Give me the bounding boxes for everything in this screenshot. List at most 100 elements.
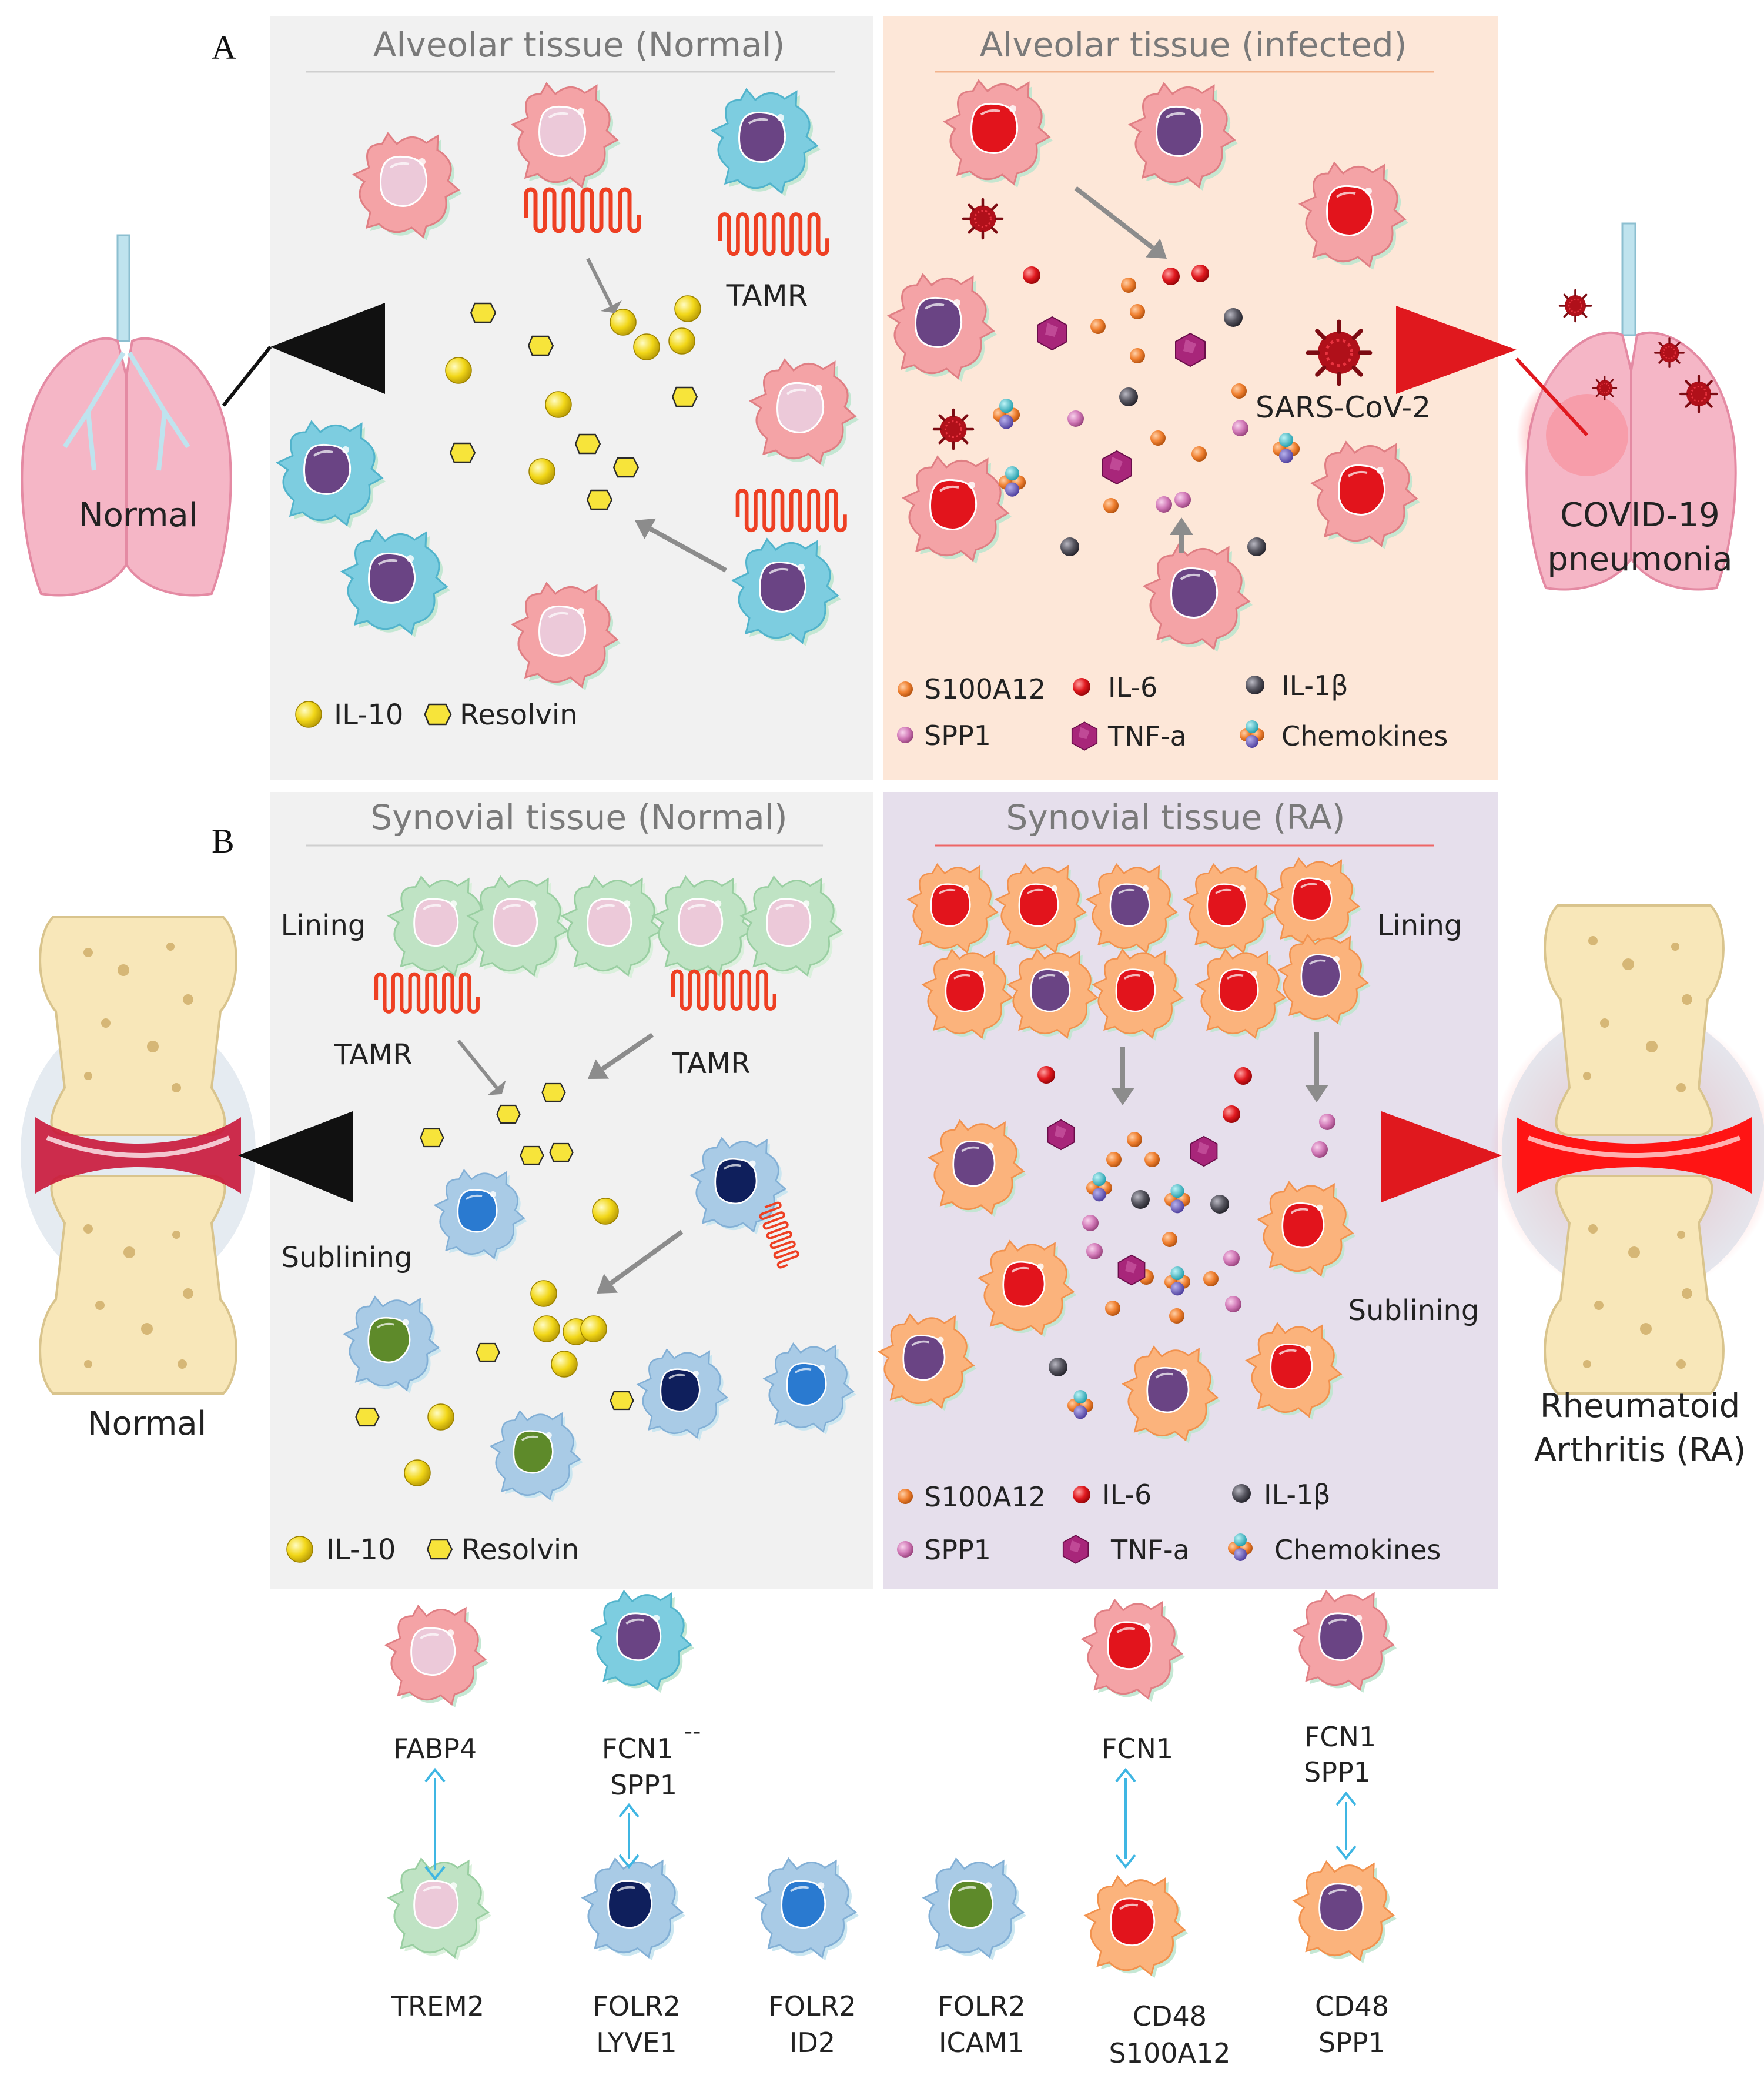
il10-molecule xyxy=(545,391,572,418)
macrophage-cell xyxy=(995,863,1089,955)
resolvin-molecule xyxy=(470,302,496,323)
s100a12-molecule xyxy=(1231,383,1247,399)
key-cell-fcn1-spp1 xyxy=(1292,1589,1397,1693)
title-synovial-ra: Synovial tissue (RA) xyxy=(1006,797,1345,837)
sars-cov-2-virion xyxy=(963,199,1002,238)
label-tamr-b-left: TAMR xyxy=(333,1038,412,1071)
pathway-arrows xyxy=(424,186,1357,1881)
key-cd48-s100a12-line2: S100A12 xyxy=(1109,2037,1231,2069)
key-cell-cd48-spp1 xyxy=(1292,1860,1397,1964)
key-cd48-spp1-line2: SPP1 xyxy=(1318,2027,1385,2058)
il10-molecule xyxy=(533,1315,560,1342)
il10-molecule xyxy=(551,1351,578,1378)
key-fcn1-spp1-line1: FCN1 xyxy=(1304,1721,1376,1753)
macrophage-cell xyxy=(1092,948,1186,1041)
macrophage-cell xyxy=(1183,863,1277,955)
s100a12-molecule xyxy=(1191,446,1207,462)
label-lining-normal: Lining xyxy=(281,909,366,942)
macrophage-cell xyxy=(731,537,841,646)
legend-s100a12: S100A12 xyxy=(924,673,1046,705)
resolvin-molecule xyxy=(496,1104,521,1124)
macrophage-cell xyxy=(762,1342,856,1435)
macrophage-cell xyxy=(1245,1322,1344,1420)
legend-s100a12: S100A12 xyxy=(924,1481,1046,1513)
panel-letter-b: B xyxy=(212,822,235,860)
arrow-head xyxy=(635,518,656,539)
label-tamr-b-right: TAMR xyxy=(671,1047,750,1080)
macrophage-cell xyxy=(748,358,859,467)
label-arthritis-ra: Arthritis (RA) xyxy=(1534,1431,1746,1469)
legend-tnfa: TNF-a xyxy=(1107,720,1187,752)
il6-molecule xyxy=(1223,1105,1240,1123)
macrophage-cell xyxy=(560,875,665,979)
arrow-head xyxy=(601,300,622,313)
label-tamr-a: TAMR xyxy=(726,279,808,313)
legend-a-normal: IL-10 Resolvin xyxy=(295,699,578,731)
il1b-molecule xyxy=(1119,387,1138,406)
il1b-molecule xyxy=(1224,308,1243,327)
macrophage-cell xyxy=(466,875,571,979)
key-fcn1-spp1neg-line2: SPP1 xyxy=(610,1769,677,1801)
macrophage-cell xyxy=(1310,440,1420,549)
legend-il1b: IL-1β xyxy=(1264,1479,1331,1510)
key-folr2-icam1-line2: ICAM1 xyxy=(939,2027,1025,2058)
spp1-molecule xyxy=(1156,496,1172,513)
cyan-double-arrow xyxy=(1115,1767,1136,1869)
key-cell-cd48-s100a12 xyxy=(1083,1874,1189,1979)
macrophage-cell xyxy=(1194,948,1288,1041)
il6-molecule xyxy=(1234,1067,1252,1085)
il1b-molecule xyxy=(1131,1190,1150,1209)
legend-il6: IL-6 xyxy=(1108,671,1157,703)
spp1-molecule xyxy=(1311,1141,1328,1158)
label-normal-lung: Normal xyxy=(79,496,198,534)
s100a12-molecule xyxy=(1130,348,1145,363)
arrow-head xyxy=(597,1274,618,1294)
s100a12-molecule xyxy=(1103,498,1119,513)
macrophage-cell xyxy=(275,420,386,529)
title-alveolar-infected: Alveolar tissue (infected) xyxy=(980,25,1407,65)
s100a12-molecule xyxy=(1150,430,1166,446)
arrow-head xyxy=(1170,517,1193,535)
label-sublining-ra: Sublining xyxy=(1348,1294,1480,1327)
il10-molecule xyxy=(592,1198,619,1225)
resolvin-molecule xyxy=(355,1407,380,1427)
key-folr2-icam1-line1: FOLR2 xyxy=(938,1990,1026,2022)
spp1-molecule xyxy=(1223,1250,1240,1266)
arrow-line xyxy=(586,258,613,307)
macrophage-cell xyxy=(1142,543,1253,652)
s100a12-molecule xyxy=(1203,1271,1219,1286)
resolvin-molecule xyxy=(476,1342,500,1362)
cyan-double-arrow xyxy=(618,1803,640,1869)
legend-b-normal: IL-10 Resolvin xyxy=(286,1533,580,1566)
legend-resolvin: Resolvin xyxy=(460,699,578,731)
arrow-line xyxy=(457,1040,498,1089)
il6-molecule xyxy=(1162,268,1180,285)
s100a12-molecule xyxy=(1162,1232,1177,1247)
arrow-black-b xyxy=(238,1111,353,1202)
arrow-line xyxy=(1074,186,1154,250)
macrophage-cell xyxy=(510,82,621,191)
arrow-head xyxy=(1146,238,1167,259)
macrophage-cell xyxy=(433,1168,527,1261)
arrow-line xyxy=(609,1229,684,1285)
sars-cov-2-virion xyxy=(1308,322,1370,384)
macrophage-cell xyxy=(710,88,821,196)
macrophage-cell xyxy=(510,582,621,690)
s100a12-molecule xyxy=(1121,278,1136,293)
key-trem2: TREM2 xyxy=(391,1990,484,2022)
key-cell-fcn1-spp1neg xyxy=(590,1589,695,1693)
resolvin-molecule xyxy=(541,1082,566,1102)
resolvin-molecule xyxy=(420,1128,444,1148)
macrophage-cell xyxy=(1122,1345,1221,1443)
key-cell-fcn1 xyxy=(1080,1598,1186,1702)
macrophage-cell xyxy=(1127,82,1238,191)
macrophage-cell xyxy=(1086,863,1180,955)
il1b-molecule xyxy=(1247,537,1266,556)
joint-ra-illustration xyxy=(1490,904,1764,1395)
legend-spp1: SPP1 xyxy=(924,720,991,751)
key-folr2-id2-line1: FOLR2 xyxy=(768,1990,856,2022)
legend-a-infected: S100A12 IL-6 IL-1β SPP1 TNF-a Chemokines xyxy=(897,670,1448,752)
arrow-head xyxy=(1111,1088,1134,1105)
arrow-red-a xyxy=(1396,306,1517,394)
label-normal-joint: Normal xyxy=(88,1405,207,1443)
